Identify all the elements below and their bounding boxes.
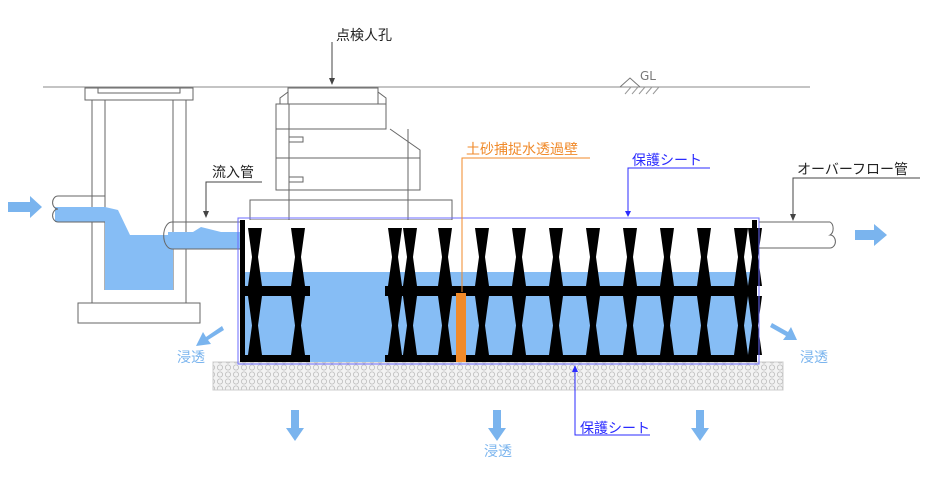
module-pillar bbox=[734, 228, 748, 286]
protect-sheet-top-label: 保護シート bbox=[632, 153, 702, 169]
module-edge bbox=[240, 220, 245, 362]
storage-tank bbox=[237, 217, 762, 365]
gl-marker: GL bbox=[619, 69, 660, 95]
infiltration-arrow-right-icon bbox=[770, 323, 797, 340]
tank-water bbox=[240, 272, 757, 362]
gl-label: GL bbox=[640, 69, 656, 83]
module-pillar bbox=[475, 228, 489, 286]
module-pillar bbox=[586, 228, 600, 286]
module-pillar bbox=[403, 228, 417, 286]
module-bar bbox=[240, 286, 310, 296]
gravel-bed bbox=[212, 361, 784, 391]
manhole-label: 点検人孔 bbox=[336, 28, 392, 44]
module-pillar bbox=[697, 228, 711, 286]
protect-sheet-bottom-label: 保護シート bbox=[580, 421, 650, 437]
module-bar bbox=[385, 355, 757, 362]
module-bar bbox=[385, 286, 757, 296]
infiltration-bottom-label: 浸透 bbox=[484, 444, 512, 460]
module-pillar bbox=[512, 296, 526, 355]
overflow-pipe bbox=[759, 221, 836, 249]
module-pillar bbox=[403, 296, 417, 355]
module-pillar bbox=[623, 296, 637, 355]
basin-water bbox=[105, 207, 173, 290]
overflow-leader bbox=[792, 177, 920, 220]
module-pillar bbox=[660, 228, 674, 286]
sheet-top-leader bbox=[627, 167, 710, 216]
infiltration-left-label: 浸透 bbox=[177, 350, 205, 366]
wall-leader bbox=[461, 157, 590, 292]
infiltration-arrow-down-2-icon bbox=[488, 410, 506, 441]
protective-sheet bbox=[237, 217, 760, 365]
sediment-wall bbox=[456, 293, 466, 362]
module-pillar bbox=[697, 296, 711, 355]
outflow-arrow-icon bbox=[855, 224, 887, 246]
inflow-pipe-label: 流入管 bbox=[212, 165, 254, 181]
module-pillar bbox=[549, 296, 563, 355]
module-frames bbox=[240, 220, 762, 362]
module-pillar bbox=[388, 228, 402, 286]
module-pillar bbox=[512, 228, 526, 286]
inflow-leader bbox=[205, 181, 262, 216]
infiltration-arrow-down-3-icon bbox=[691, 410, 709, 441]
module-pillar bbox=[734, 296, 748, 355]
module-pillar bbox=[549, 228, 563, 286]
module-pillar bbox=[388, 296, 402, 355]
module-bar bbox=[240, 355, 310, 362]
module-pillar bbox=[248, 296, 262, 355]
module-pillar bbox=[291, 228, 305, 286]
module-edge bbox=[752, 220, 757, 362]
module-pillar bbox=[438, 296, 452, 355]
manhole bbox=[249, 87, 453, 221]
module-pillar bbox=[475, 296, 489, 355]
sheet-bottom-leader bbox=[574, 366, 650, 436]
inflow-arrow-icon bbox=[8, 196, 42, 218]
sediment-wall-label: 土砂捕捉水透過壁 bbox=[466, 142, 578, 158]
inflow-pipe bbox=[163, 221, 240, 250]
infiltration-arrow-down-1-icon bbox=[286, 410, 304, 441]
infiltration-right-label: 浸透 bbox=[800, 350, 828, 366]
catch-basin bbox=[77, 87, 201, 324]
module-pillar bbox=[438, 228, 452, 286]
module-pillar bbox=[660, 296, 674, 355]
infiltration-arrow-left-icon bbox=[196, 326, 224, 346]
module-pillar bbox=[586, 296, 600, 355]
overflow-pipe-label: オーバーフロー管 bbox=[797, 162, 908, 178]
module-pillar bbox=[291, 296, 305, 355]
module-pillar bbox=[623, 228, 637, 286]
module-pillar bbox=[248, 228, 262, 286]
inlet-pipe bbox=[52, 195, 105, 223]
